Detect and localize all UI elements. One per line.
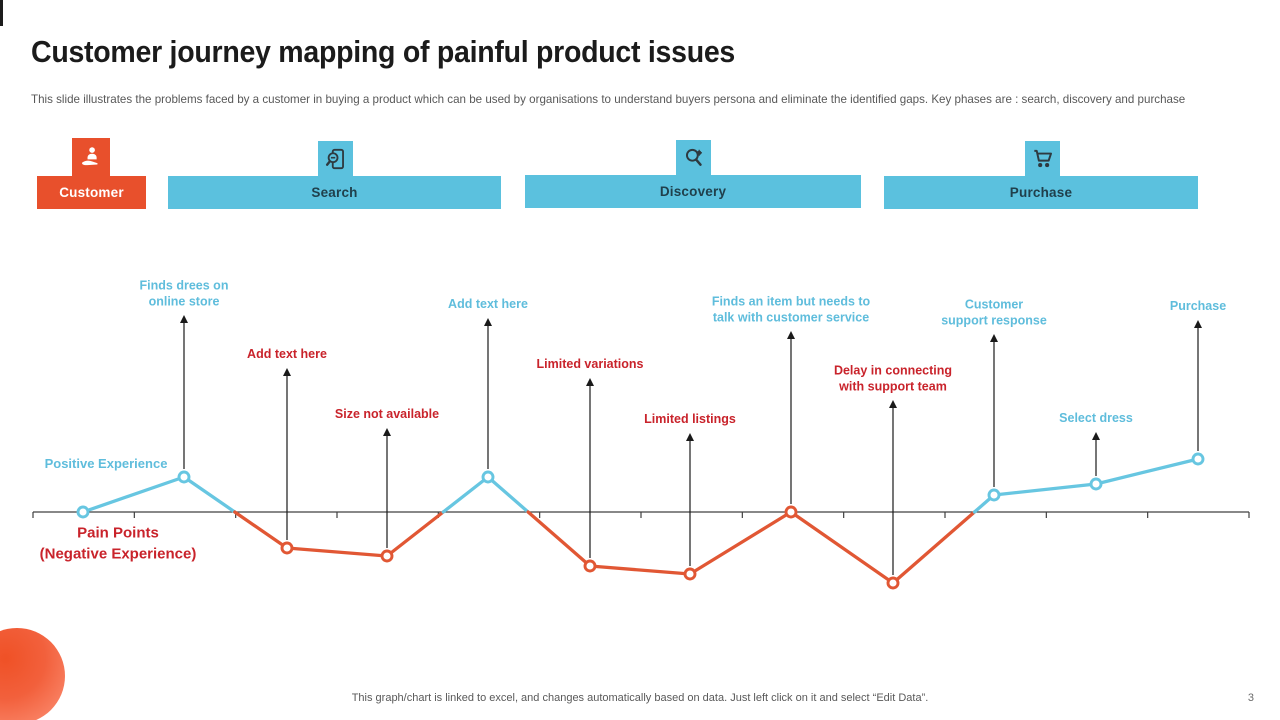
data-point-marker (280, 541, 294, 555)
annotation-arrowhead (1194, 320, 1202, 328)
annotation-arrowhead (889, 400, 897, 408)
data-point-marker (380, 549, 394, 563)
slide-corner-mark (0, 0, 3, 26)
footer-note: This graph/chart is linked to excel, and… (351, 692, 929, 704)
data-point-marker (583, 559, 597, 573)
data-point-marker (784, 505, 798, 519)
data-point-marker (177, 470, 191, 484)
document-search-icon (318, 141, 353, 176)
journey-line-segment (588, 564, 692, 576)
phase-label: Discovery (659, 184, 727, 199)
journey-line-segment (688, 510, 793, 576)
journey-line-segment (441, 475, 490, 514)
journey-line-segment (81, 475, 186, 514)
annotation-arrowhead (1092, 432, 1100, 440)
page-number: 3 (1247, 692, 1254, 704)
data-point-marker (683, 567, 697, 581)
phase-bar-search: Search (168, 176, 501, 209)
data-point-marker (481, 470, 495, 484)
magnifier-gear-icon (676, 140, 711, 175)
journey-line-segment (385, 510, 445, 558)
data-point-marker (1191, 452, 1205, 466)
journey-line-segment (285, 546, 389, 558)
phase-label: Customer (59, 185, 124, 200)
journey-line-segment (526, 510, 592, 568)
journey-line-segment (992, 482, 1098, 497)
annotation-arrowhead (484, 318, 492, 326)
phase-bar-purchase: Purchase (884, 176, 1198, 209)
phase-bar-customer: Customer (37, 176, 146, 209)
page-subtitle: This slide illustrates the problems face… (31, 93, 1186, 106)
annotation-arrowhead (990, 334, 998, 342)
data-point-marker (76, 505, 90, 519)
journey-line-segment (891, 510, 977, 585)
annotation-arrowhead (686, 433, 694, 441)
journey-line-segment (789, 510, 895, 585)
journey-line-segment (1094, 457, 1200, 486)
phase-label: Purchase (1009, 185, 1073, 200)
phase-bar-discovery: Discovery (525, 175, 861, 208)
data-point-marker (886, 576, 900, 590)
annotation-arrowhead (586, 378, 594, 386)
annotation-arrowhead (283, 368, 291, 376)
annotation-arrowhead (383, 428, 391, 436)
page-title: Customer journey mapping of painful prod… (31, 34, 736, 69)
phase-label: Search (311, 185, 358, 200)
journey-line-segment (233, 510, 289, 550)
data-point-marker (1089, 477, 1103, 491)
customer-care-icon (72, 138, 110, 176)
journey-line-segment (486, 475, 530, 514)
journey-line-segment (182, 475, 237, 514)
annotation-arrowhead (787, 331, 795, 339)
annotation-arrowhead (180, 315, 188, 323)
data-point-marker (987, 488, 1001, 502)
shopping-cart-icon (1025, 141, 1060, 176)
